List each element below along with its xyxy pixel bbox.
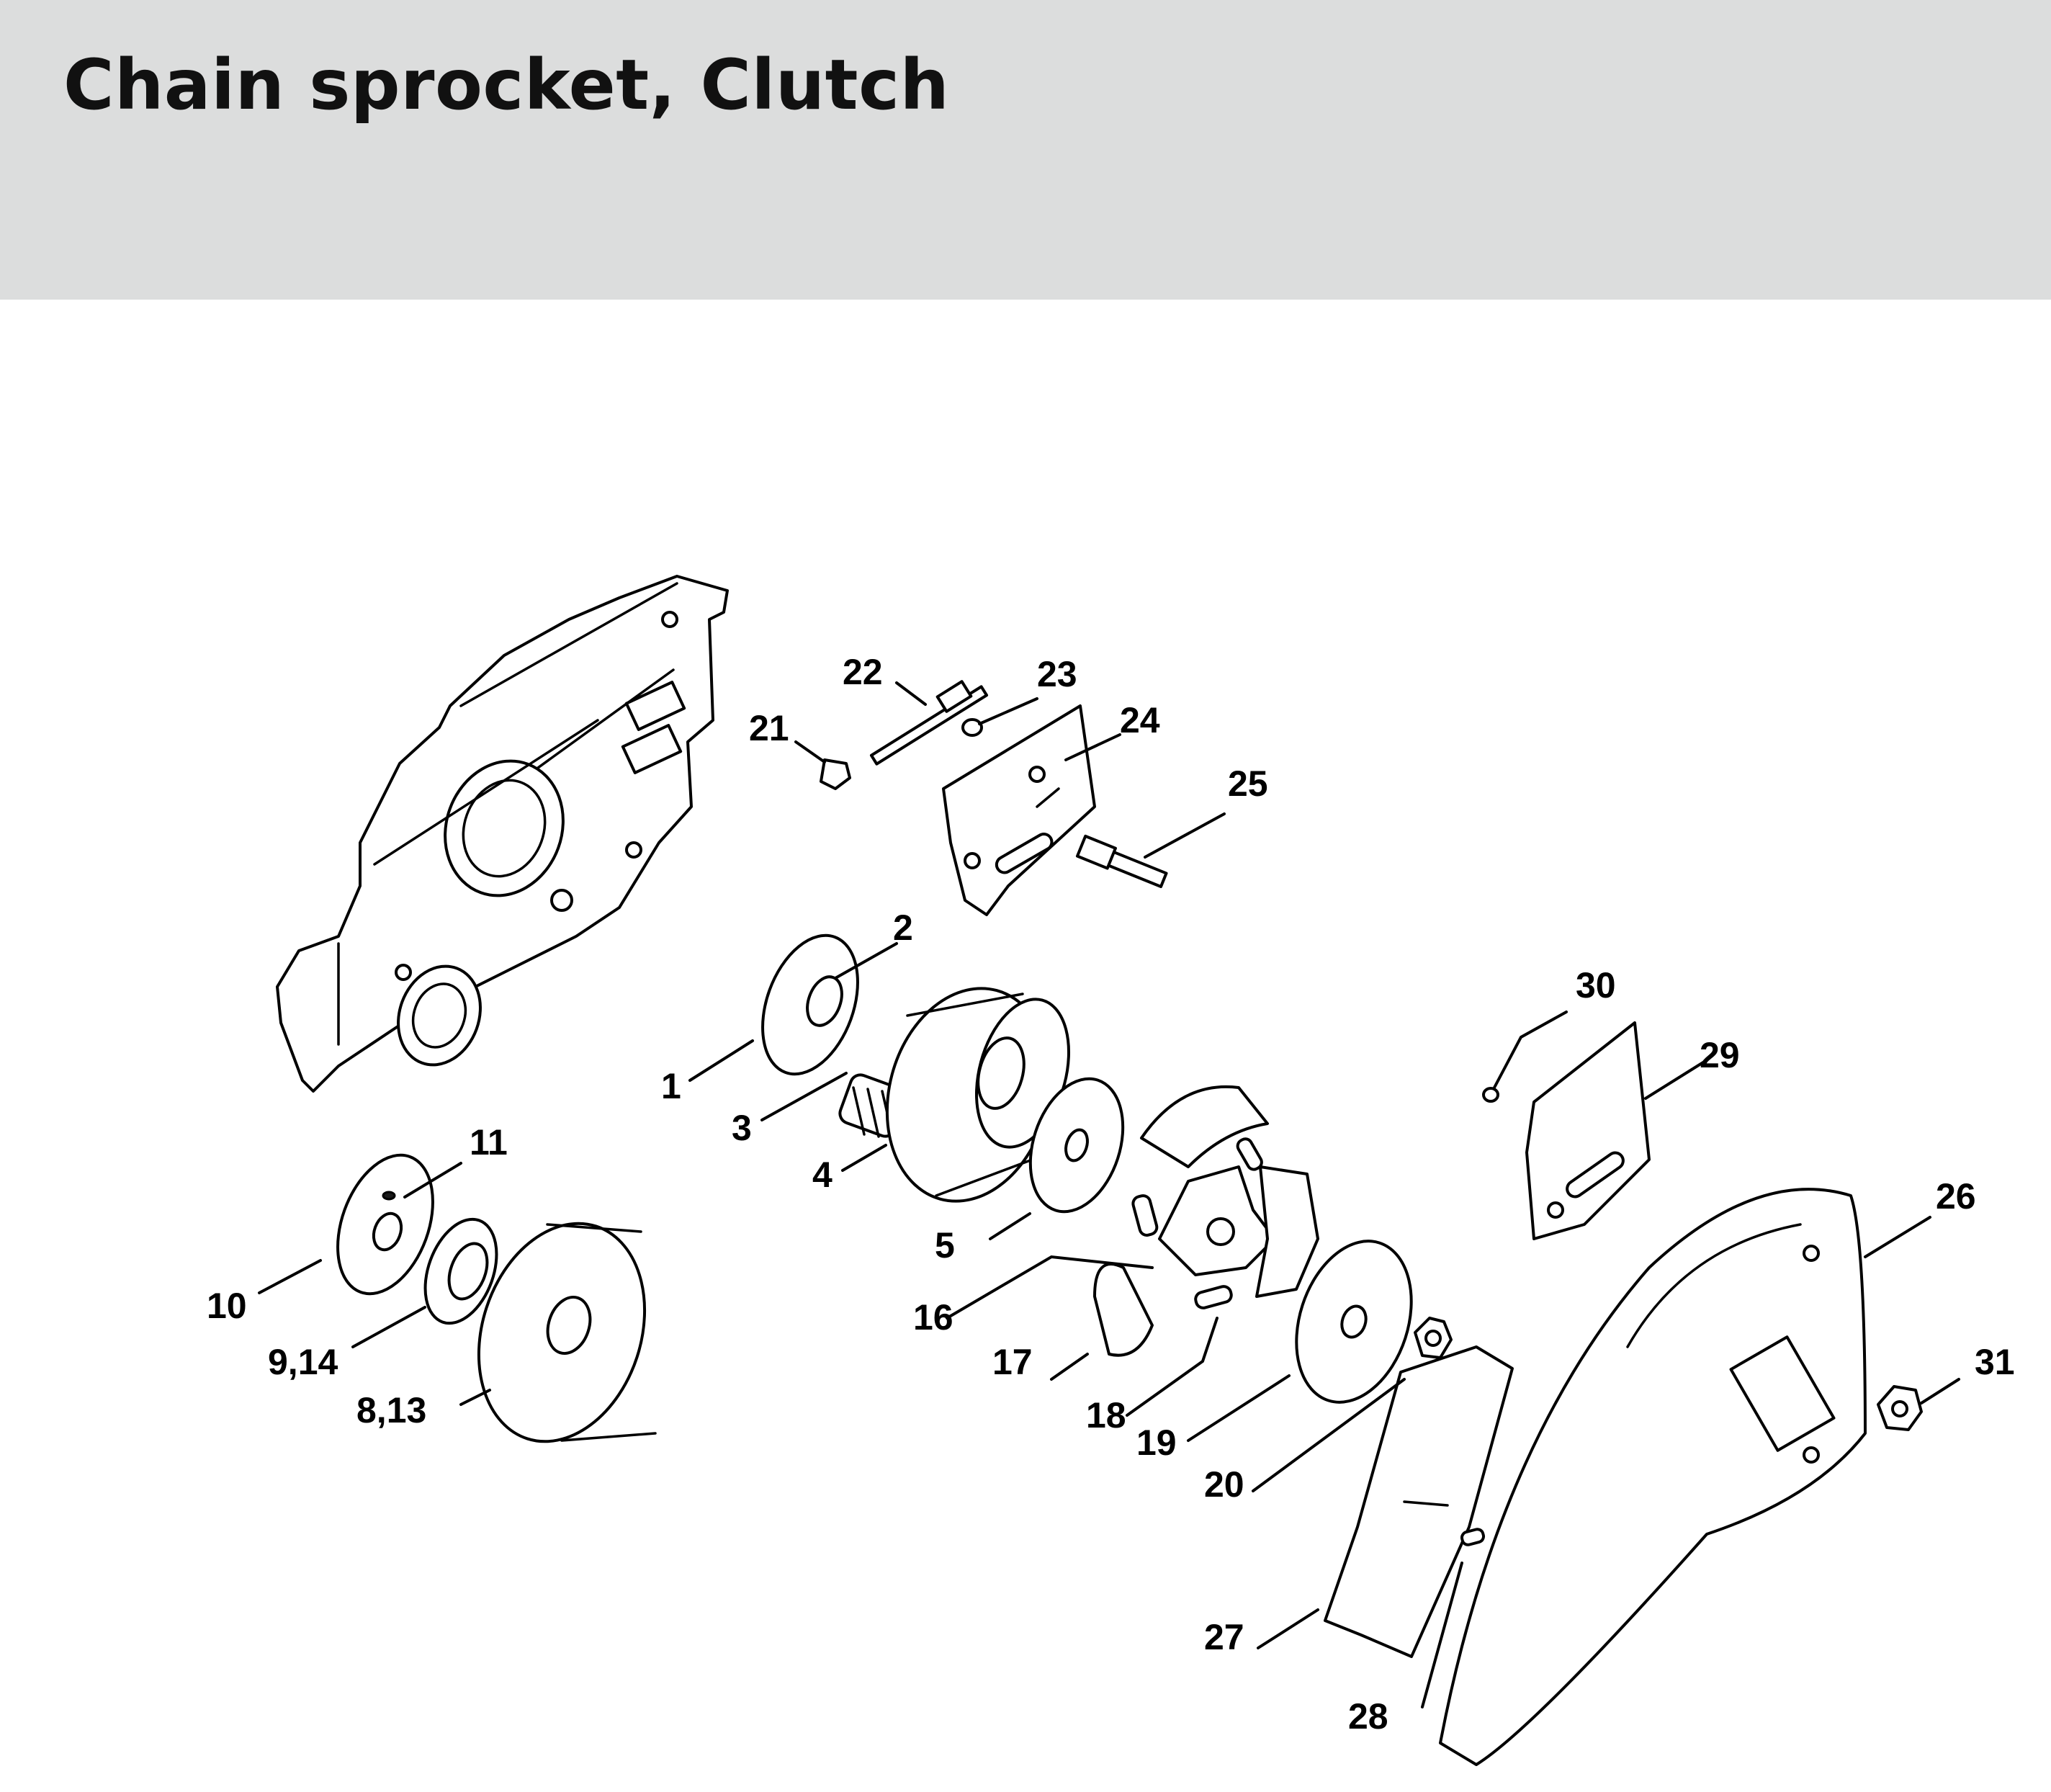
callout-20: 20: [1204, 1464, 1244, 1505]
callout-1: 1: [661, 1066, 681, 1106]
collar-nut: [1877, 1385, 1923, 1431]
page-title: Chain sprocket, Clutch: [63, 45, 950, 125]
bar-guide-plate-lower: [1482, 1021, 1651, 1240]
sprocket-cover: [1439, 1188, 1867, 1766]
callout-29: 29: [1700, 1035, 1740, 1075]
fastening-screw: [1460, 1528, 1486, 1546]
callout-24: 24: [1120, 700, 1160, 740]
callout-4: 4: [812, 1155, 832, 1195]
callout-8-13: 8,13: [356, 1390, 426, 1430]
callout-23: 23: [1037, 654, 1077, 694]
thrust-washer: [761, 933, 859, 1076]
title-banner: Chain sprocket, Clutch: [0, 0, 2051, 300]
rim-sprocket: [423, 1217, 498, 1325]
callout-16: 16: [913, 1297, 953, 1338]
callout-21: 21: [749, 708, 789, 748]
callout-30: 30: [1576, 965, 1616, 1005]
chain-tensioner-assembly: [820, 680, 989, 790]
sprocket-drum-lower: [477, 1222, 657, 1443]
callout-26: 26: [1936, 1176, 1976, 1217]
nut: [1414, 1317, 1453, 1359]
callout-11: 11: [470, 1122, 508, 1162]
callout-17: 17: [992, 1342, 1033, 1382]
callout-25: 25: [1228, 763, 1268, 804]
callout-10: 10: [207, 1286, 247, 1326]
clutch-carrier: [1158, 1165, 1319, 1298]
callout-5: 5: [935, 1225, 955, 1265]
spring-washer: [1028, 1077, 1125, 1214]
callout-28: 28: [1348, 1696, 1388, 1737]
washer-lower: [336, 1153, 434, 1296]
leader-lines: [258, 681, 1960, 1708]
callout-19: 19: [1136, 1423, 1177, 1463]
callout-2: 2: [893, 908, 913, 948]
crankcase-housing: [276, 575, 729, 1093]
callout-22: 22: [843, 652, 883, 692]
cover-disc: [1295, 1240, 1413, 1404]
callout-9-14: 9,14: [268, 1342, 338, 1382]
clutch-shoe-upper: [1140, 1085, 1269, 1168]
callout-31: 31: [1975, 1342, 2015, 1382]
deflector-plate: [1324, 1345, 1514, 1658]
bar-guide-plate-upper: [942, 704, 1096, 916]
clutch-shoe-lower: [1093, 1263, 1154, 1357]
callout-27: 27: [1204, 1617, 1244, 1657]
callout-labels: 1 2 3 4 5 8,13 9,14 10 11 16 17 18 19 20…: [207, 652, 2015, 1737]
bar-stud: [1075, 834, 1168, 888]
tension-spring: [1131, 1137, 1263, 1309]
callout-18: 18: [1086, 1395, 1126, 1435]
callout-3: 3: [732, 1108, 752, 1148]
